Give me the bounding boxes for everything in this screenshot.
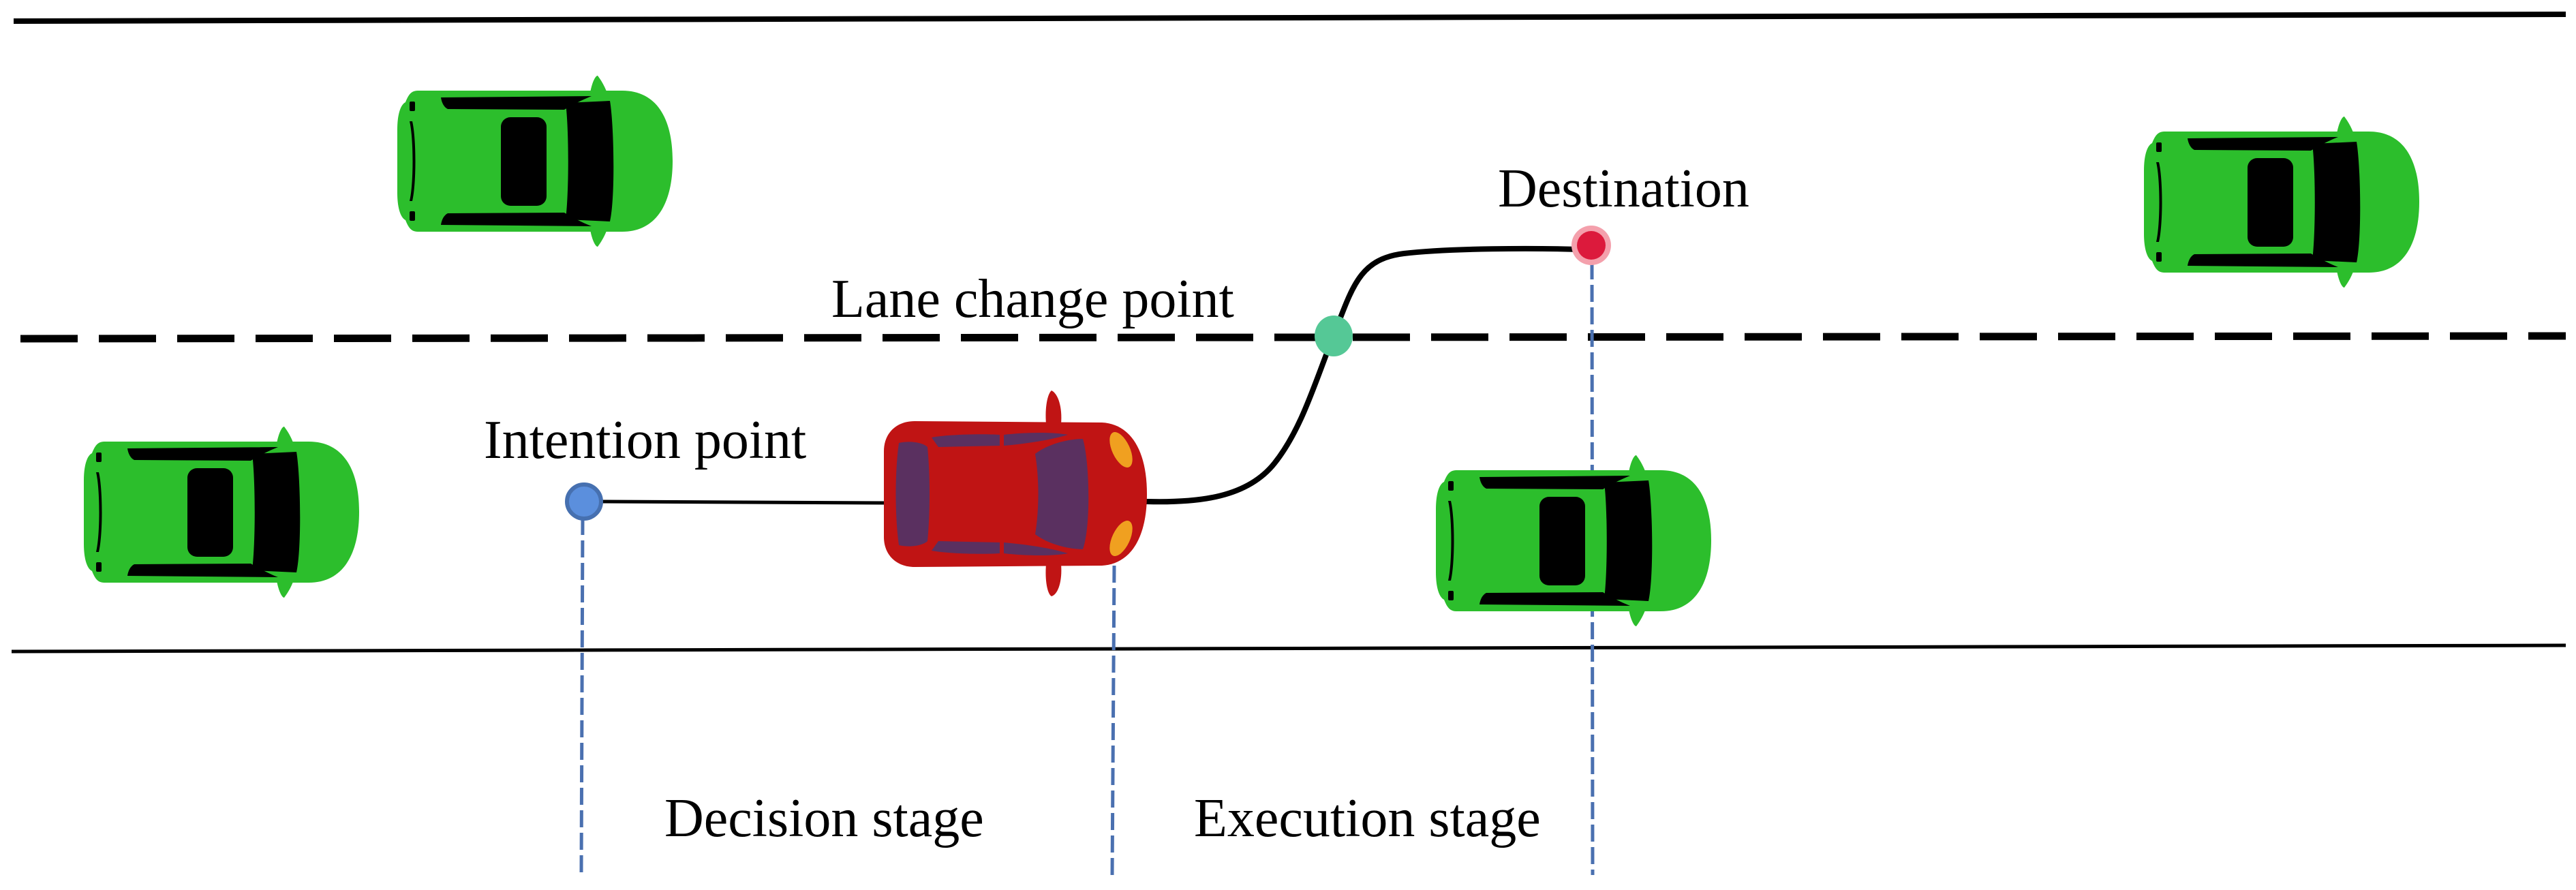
surrounding-car-lower-front xyxy=(1436,455,1711,626)
road-top-edge xyxy=(13,12,2566,24)
stage-divider-lane-change xyxy=(1110,565,1116,878)
surrounding-car-upper-left xyxy=(397,76,673,247)
stage-divider-intention xyxy=(579,517,585,874)
lane-change-point-marker xyxy=(1315,316,1353,356)
intention-trajectory xyxy=(599,500,887,505)
execution-stage-label: Execution stage xyxy=(1194,788,1541,848)
ego-car xyxy=(884,390,1147,596)
lane-divider xyxy=(20,332,2566,343)
surrounding-car-lower-left xyxy=(84,427,359,598)
intention-point-marker xyxy=(565,482,603,521)
destination-label: Destination xyxy=(1498,159,1749,219)
destination-marker xyxy=(1577,231,1606,260)
decision-stage-label: Decision stage xyxy=(664,788,984,848)
intention-point-label: Intention point xyxy=(484,410,806,470)
road-bottom-edge xyxy=(11,643,2566,654)
surrounding-car-upper-right xyxy=(2144,117,2419,288)
lane-change-point-label: Lane change point xyxy=(831,269,1234,329)
